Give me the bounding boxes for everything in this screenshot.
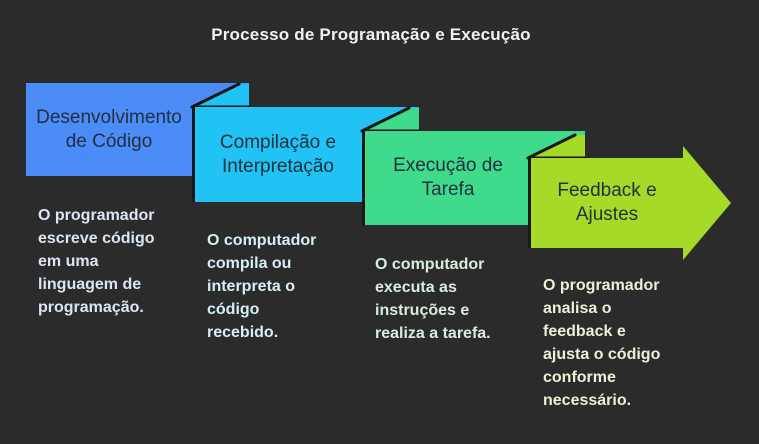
step-2-label: Compilação e Interpretação [219, 131, 337, 177]
step-3-label: Execução de Tarefa [393, 155, 503, 200]
step-1-description: O programador escreve código em uma ling… [38, 207, 155, 316]
step-1-label: Desenvolvimento de Código [36, 106, 182, 152]
step-2-description: O computador compila ou interpreta o cód… [207, 232, 317, 341]
step-4-description: O programador analisa o feedback e ajust… [543, 277, 661, 409]
diagram-title: Processo de Programação e Execução [211, 25, 531, 44]
step-4-arrow-shape [531, 146, 731, 260]
step-4-label: Feedback e Ajustes [557, 180, 657, 225]
step-3-description: O computador executa as instruções e rea… [375, 256, 491, 342]
